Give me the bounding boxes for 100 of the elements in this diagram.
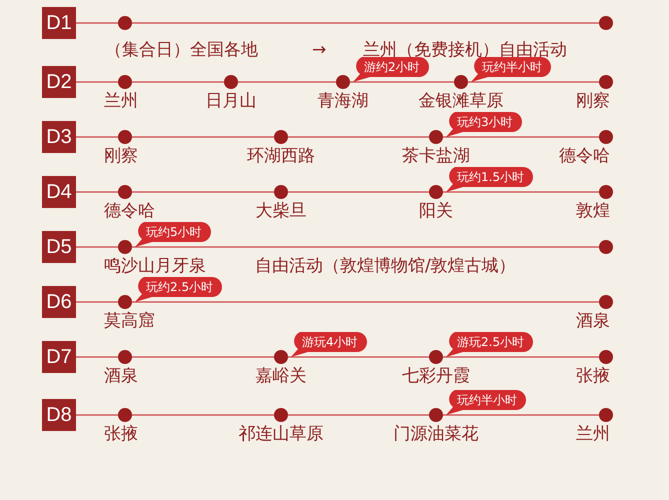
duration-callout bbox=[134, 222, 211, 248]
timeline-dot bbox=[118, 408, 132, 422]
place-name: 青海湖 bbox=[318, 91, 368, 111]
timeline-dot bbox=[599, 240, 613, 254]
place-name: 刚察 bbox=[576, 91, 610, 111]
duration-text: 玩约半小时 bbox=[456, 392, 518, 408]
timeline-dot bbox=[454, 75, 468, 89]
duration-text: 游玩4小时 bbox=[301, 334, 359, 350]
timeline-dot bbox=[118, 75, 132, 89]
day-badge: D7 bbox=[42, 341, 76, 373]
day-badge: D8 bbox=[42, 399, 76, 431]
timeline-dot bbox=[599, 16, 613, 30]
timeline-dot bbox=[274, 130, 288, 144]
timeline-dot bbox=[274, 185, 288, 199]
timeline-dot bbox=[118, 16, 132, 30]
place-name: 德令哈 bbox=[559, 146, 610, 166]
timeline-line bbox=[76, 414, 118, 416]
timeline-line bbox=[132, 136, 274, 138]
day-badge: D5 bbox=[42, 231, 76, 263]
timeline-dot bbox=[336, 75, 350, 89]
note-text: 自由活动（敦煌博物馆/敦煌古城） bbox=[255, 256, 516, 276]
timeline-line bbox=[76, 191, 118, 193]
place-name: 敦煌 bbox=[576, 201, 610, 221]
timeline-dot bbox=[599, 408, 613, 422]
place-name: 兰州 bbox=[104, 91, 138, 111]
duration-callout bbox=[470, 57, 551, 83]
timeline-line bbox=[132, 246, 599, 248]
duration-callout bbox=[352, 57, 429, 83]
duration-text: 游约2小时 bbox=[363, 59, 421, 75]
duration-text: 游玩2.5小时 bbox=[456, 334, 526, 350]
timeline-line bbox=[132, 191, 274, 193]
place-name: 莫高窟 bbox=[104, 311, 155, 331]
timeline-line bbox=[76, 246, 118, 248]
timeline-dot bbox=[429, 408, 443, 422]
timeline-line bbox=[76, 301, 118, 303]
place-name: 张掖 bbox=[576, 366, 610, 386]
place-name: 七彩丹霞 bbox=[402, 366, 470, 386]
note-text: 兰州（免费接机）自由活动 bbox=[363, 40, 567, 60]
place-name: 茶卡盐湖 bbox=[402, 146, 470, 166]
duration-text: 玩约半小时 bbox=[481, 59, 543, 75]
timeline-dot bbox=[118, 130, 132, 144]
duration-text: 玩约5小时 bbox=[145, 224, 203, 240]
place-name: 酒泉 bbox=[576, 311, 610, 331]
timeline-line bbox=[288, 136, 429, 138]
place-name: 金银滩草原 bbox=[418, 91, 504, 111]
day-badge: D6 bbox=[42, 286, 76, 318]
timeline-dot bbox=[429, 185, 443, 199]
timeline-line bbox=[288, 356, 429, 358]
place-name: 嘉峪关 bbox=[256, 366, 306, 386]
place-name: 刚察 bbox=[104, 146, 138, 166]
timeline-line bbox=[132, 414, 274, 416]
timeline-line bbox=[288, 191, 429, 193]
duration-callout bbox=[290, 332, 367, 358]
timeline-dot bbox=[118, 295, 132, 309]
duration-callout bbox=[445, 112, 522, 138]
timeline-line bbox=[288, 414, 429, 416]
timeline-line bbox=[132, 81, 224, 83]
timeline-line bbox=[132, 301, 599, 303]
timeline-line bbox=[443, 356, 599, 358]
day-badge: D3 bbox=[42, 121, 76, 153]
day-badge: D1 bbox=[42, 7, 76, 39]
place-name: 祁连山草原 bbox=[238, 424, 324, 444]
duration-callout bbox=[445, 167, 533, 193]
timeline-dot bbox=[274, 350, 288, 364]
timeline-line bbox=[443, 191, 599, 193]
timeline-dot bbox=[118, 240, 132, 254]
timeline-line bbox=[238, 81, 336, 83]
place-name: 德令哈 bbox=[104, 201, 155, 221]
timeline-line bbox=[443, 136, 599, 138]
timeline-line bbox=[76, 81, 118, 83]
timeline-dot bbox=[599, 75, 613, 89]
timeline-line bbox=[76, 356, 118, 358]
timeline-dot bbox=[599, 350, 613, 364]
timeline-line bbox=[76, 136, 118, 138]
place-name: 日月山 bbox=[206, 91, 256, 111]
duration-text: 玩约3小时 bbox=[456, 114, 514, 130]
duration-text: 玩约2.5小时 bbox=[145, 279, 214, 295]
timeline-dot bbox=[224, 75, 238, 89]
day-badge: D4 bbox=[42, 176, 76, 208]
timeline-dot bbox=[118, 350, 132, 364]
place-name: 大柴旦 bbox=[256, 201, 306, 221]
place-name: 张掖 bbox=[104, 424, 138, 444]
place-name: 环湖西路 bbox=[247, 146, 315, 166]
timeline-dot bbox=[599, 185, 613, 199]
day-badge: D2 bbox=[42, 66, 76, 98]
direction-mark: → bbox=[312, 40, 326, 60]
note-text: （集合日）全国各地 bbox=[105, 40, 258, 60]
duration-callout bbox=[445, 390, 526, 416]
place-name: 阳关 bbox=[419, 201, 453, 221]
timeline-dot bbox=[599, 130, 613, 144]
timeline-line bbox=[76, 22, 118, 24]
place-name: 酒泉 bbox=[104, 366, 138, 386]
duration-callout bbox=[445, 332, 533, 358]
place-name: 门源油菜花 bbox=[394, 424, 478, 444]
place-name: 兰州 bbox=[576, 424, 610, 444]
timeline-line bbox=[132, 356, 274, 358]
timeline-dot bbox=[429, 350, 443, 364]
timeline-dot bbox=[274, 408, 288, 422]
timeline-line bbox=[350, 81, 454, 83]
duration-text: 玩约1.5小时 bbox=[456, 169, 526, 185]
